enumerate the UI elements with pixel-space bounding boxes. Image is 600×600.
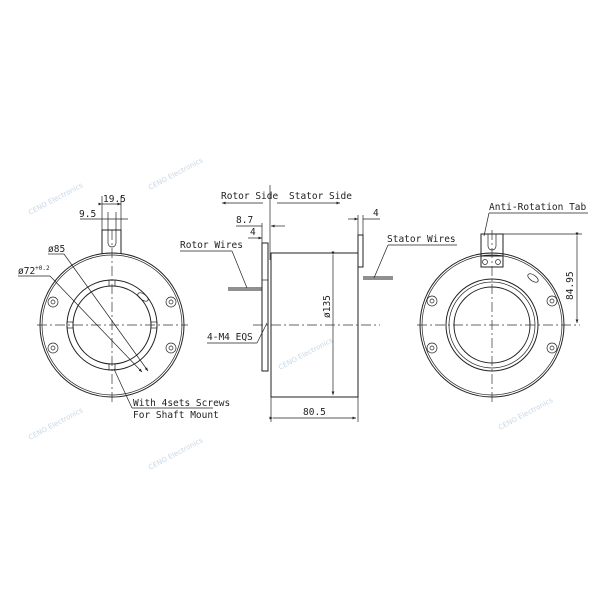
dim-plate: 4 bbox=[250, 227, 256, 238]
dim-outer-bore: ø85 bbox=[48, 244, 65, 255]
svg-text:CENO Electronics: CENO Electronics bbox=[147, 436, 204, 472]
logo-mark bbox=[527, 273, 539, 283]
dim-flange: 8.7 bbox=[236, 215, 253, 226]
svg-text:CENO Electronics: CENO Electronics bbox=[147, 156, 204, 192]
note-screws-line1: With 4sets Screws bbox=[133, 398, 230, 409]
logo-mark bbox=[137, 292, 149, 302]
dim-tab-width: 19.5 bbox=[103, 194, 126, 205]
stator-side-label: Stator Side bbox=[289, 191, 352, 202]
rotor-wires-label: Rotor Wires bbox=[180, 240, 243, 251]
dim-slot: 9.5 bbox=[79, 209, 96, 220]
note-screws-line2: For Shaft Mount bbox=[133, 410, 219, 421]
mounting-hole bbox=[47, 296, 177, 354]
svg-text:CENO Electronics: CENO Electronics bbox=[27, 181, 84, 217]
svg-text:CENO Electronics: CENO Electronics bbox=[277, 336, 334, 372]
dim-diameter: ø135 bbox=[322, 295, 333, 318]
side-view: Rotor Side Stator Side 8.7 4 4 Rotor Wir… bbox=[180, 185, 457, 422]
screws-label: 4-M4 EQS bbox=[207, 332, 253, 343]
rotor-side-label: Rotor Side bbox=[221, 191, 278, 202]
stator-wires-label: Stator Wires bbox=[387, 234, 456, 245]
svg-text:CENO Electronics: CENO Electronics bbox=[27, 406, 84, 442]
anti-rotation-tab-label: Anti-Rotation Tab bbox=[489, 202, 587, 213]
mounting-hole bbox=[426, 295, 558, 354]
front-view-rotor: 19.5 9.5 ø85 ø72+0.2 With 4sets Screws F… bbox=[18, 194, 230, 421]
rear-view-stator: Anti-Rotation Tab 84.95 bbox=[417, 202, 588, 405]
dim-length: 80.5 bbox=[303, 407, 326, 418]
dim-height: 84.95 bbox=[565, 271, 576, 300]
svg-text:CENO Electronics: CENO Electronics bbox=[497, 396, 554, 432]
dim-tab: 4 bbox=[373, 208, 379, 219]
dim-bore: ø72+0.2 bbox=[18, 265, 50, 277]
